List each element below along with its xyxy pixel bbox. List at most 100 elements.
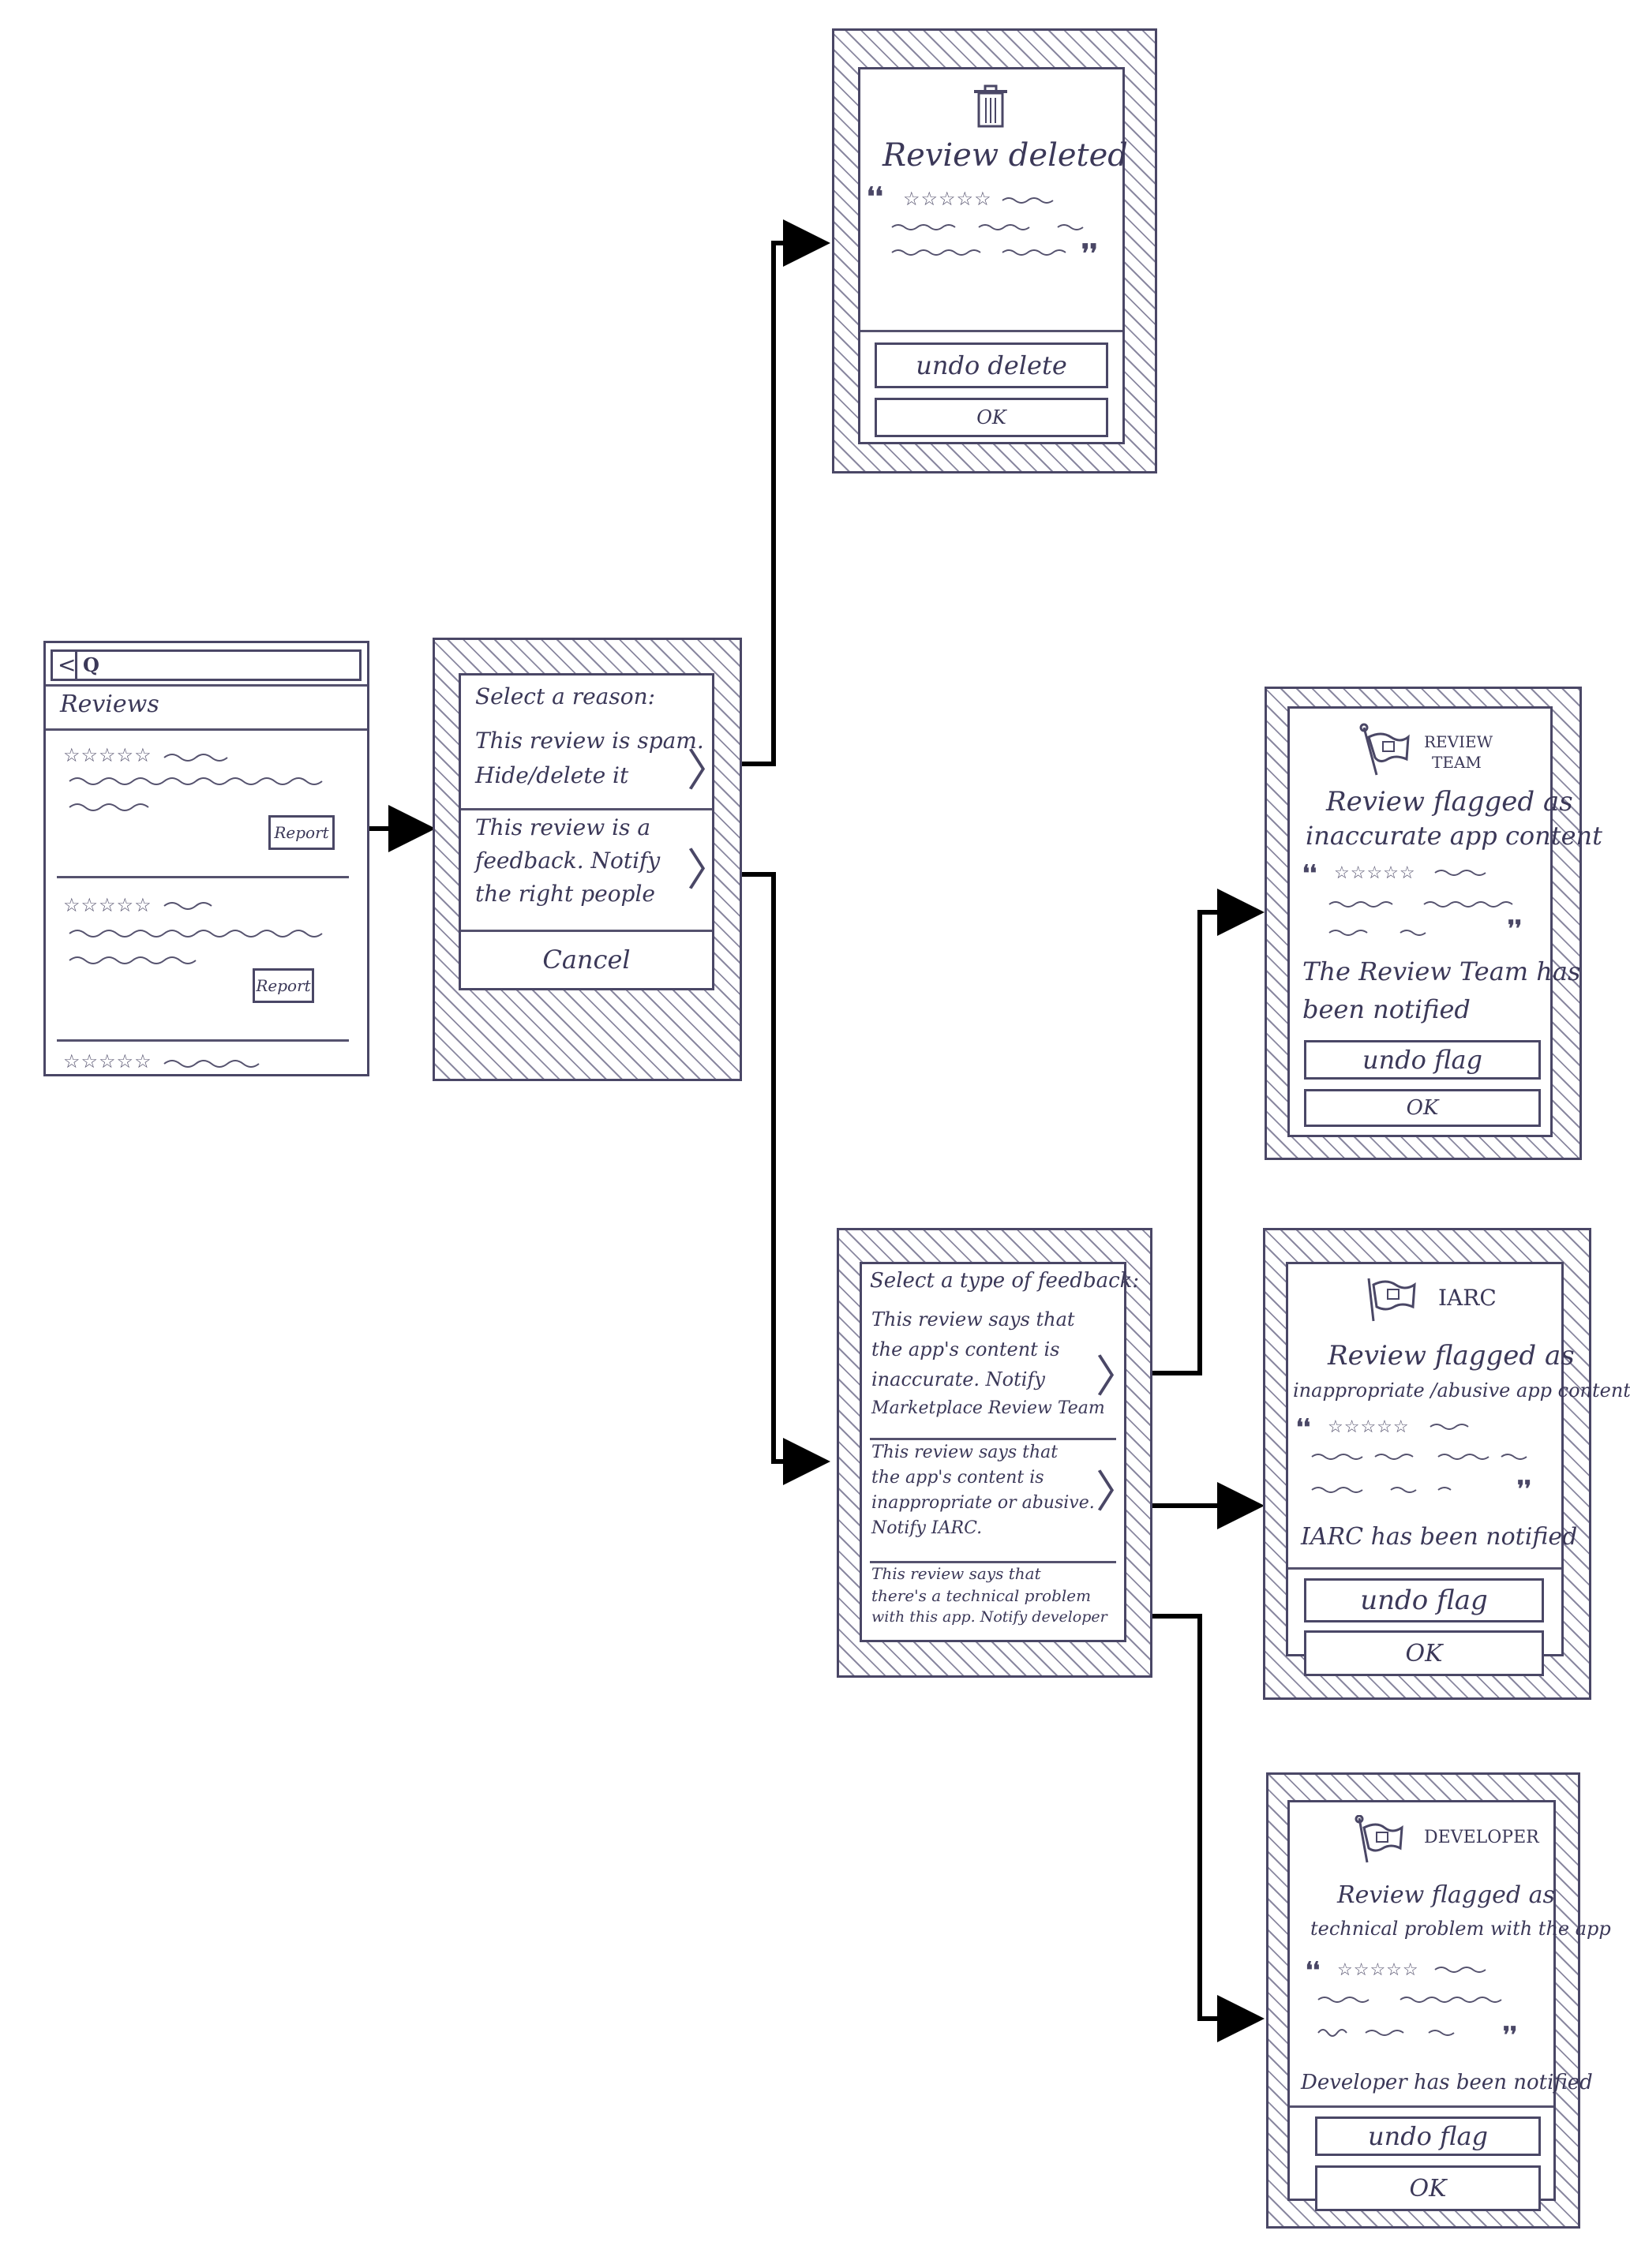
trash-icon: [974, 84, 1007, 128]
option-spam[interactable]: This review is spam. Hide/delete it 〉: [461, 721, 731, 808]
quote-open-icon: ❛❛: [1302, 860, 1317, 886]
arrow-feedback-to-types: [710, 872, 830, 1485]
ok-button[interactable]: OK: [875, 398, 1108, 437]
cancel-button[interactable]: Cancel: [542, 945, 631, 975]
developer-dialog-frame: DEVELOPER Review flagged as technical pr…: [1266, 1772, 1611, 2229]
flag-icon: [1355, 1815, 1403, 1863]
star-rating: ☆☆☆☆☆: [63, 744, 152, 766]
quote-open-icon: ❛❛: [867, 182, 883, 211]
option-text: This review says that: [871, 1308, 1075, 1330]
option-text: This review is a: [475, 814, 651, 840]
deleted-dialog-frame: Review deleted ❛❛ ☆☆☆☆☆ ❜❜ undo delete O…: [832, 28, 1157, 473]
review-text-scribble: [69, 902, 323, 964]
report-button[interactable]: Report: [253, 968, 314, 1003]
quote-close-icon: ❜❜: [1081, 238, 1098, 268]
undo-flag-button[interactable]: undo flag: [1304, 1040, 1541, 1080]
quote-close-icon: ❜❜: [1503, 2022, 1518, 2048]
content-divider: [1288, 1567, 1561, 1570]
dialog-title: Review deleted: [882, 137, 1128, 174]
review-divider: [57, 876, 349, 878]
ok-button[interactable]: OK: [1304, 1089, 1541, 1127]
developer-dialog: DEVELOPER Review flagged as technical pr…: [1287, 1800, 1611, 2211]
search-bar[interactable]: < Q: [51, 649, 362, 681]
star-rating: ☆☆☆☆☆: [1337, 1960, 1419, 1980]
reason-dialog-frame: Select a reason: This review is spam. Hi…: [433, 638, 742, 1081]
review-team-dialog: REVIEW TEAM Review flagged as inaccurate…: [1287, 706, 1602, 1137]
dialog-title: technical problem with the app: [1310, 1918, 1611, 1940]
dialog-title: inappropriate /abusive app content: [1293, 1379, 1630, 1402]
option-divider: [461, 930, 712, 932]
option-text: This review says that: [871, 1443, 1059, 1462]
chevron-right-icon: 〉: [687, 845, 731, 896]
dialog-title: Review flagged as: [1328, 1340, 1575, 1372]
chevron-right-icon: 〉: [1096, 1352, 1140, 1403]
recipient-label: REVIEW: [1424, 732, 1493, 751]
reason-dialog: Select a reason: This review is spam. Hi…: [459, 673, 731, 990]
dialog-title: Review flagged as: [1326, 786, 1573, 818]
content-divider: [1290, 2105, 1553, 2108]
quote-close-icon: ❜❜: [1517, 1476, 1532, 1502]
option-text: there's a technical problem: [871, 1586, 1092, 1605]
review-text-scribble: [69, 754, 323, 811]
option-text: the app's content is: [871, 1468, 1044, 1488]
star-rating: ☆☆☆☆☆: [63, 1050, 152, 1072]
option-divider: [870, 1438, 1116, 1440]
star-rating: ☆☆☆☆☆: [63, 894, 152, 916]
ok-button[interactable]: OK: [1315, 2165, 1541, 2211]
undo-delete-button[interactable]: undo delete: [875, 342, 1108, 388]
chevron-right-icon: 〉: [1096, 1467, 1140, 1518]
arrow-developer: [1113, 1614, 1265, 2042]
star-rating: ☆☆☆☆☆: [1334, 863, 1416, 883]
option-text: the right people: [475, 881, 656, 907]
undo-flag-button[interactable]: undo flag: [1304, 1578, 1544, 1622]
reviews-screen: < Q Reviews ☆☆☆☆☆ Report ☆☆☆☆☆ Report ☆☆…: [43, 641, 369, 1076]
option-feedback[interactable]: This review is a feedback. Notify the ri…: [461, 811, 731, 930]
recipient-label: IARC: [1438, 1285, 1497, 1311]
quote-open-icon: ❛❛: [1296, 1414, 1311, 1440]
option-text: This review is spam.: [475, 728, 704, 754]
option-text: inappropriate or abusive.: [871, 1493, 1095, 1513]
iarc-dialog: IARC Review flagged as inappropriate /ab…: [1286, 1262, 1630, 1676]
back-icon[interactable]: <: [58, 652, 77, 678]
review-team-dialog-frame: REVIEW TEAM Review flagged as inaccurate…: [1265, 687, 1602, 1160]
review-divider: [57, 1039, 349, 1042]
undo-flag-button[interactable]: undo flag: [1315, 2116, 1541, 2156]
dialog-heading: Select a type of feedback:: [870, 1269, 1140, 1293]
option-text: This review says that: [871, 1564, 1041, 1583]
review-text-scribble: [891, 197, 1084, 256]
review-text-scribble: [163, 1060, 260, 1068]
recipient-label: DEVELOPER: [1424, 1828, 1539, 1847]
header-divider: [46, 684, 367, 687]
search-divider: [75, 652, 77, 679]
review-text-scribble: [1328, 870, 1513, 936]
feedback-dialog: Select a type of feedback: This review s…: [860, 1262, 1140, 1642]
notified-text: Developer has been notified: [1301, 2071, 1593, 2094]
dialog-title: Review flagged as: [1337, 1881, 1555, 1909]
iarc-dialog-frame: IARC Review flagged as inappropriate /ab…: [1263, 1228, 1630, 1700]
report-button[interactable]: Report: [268, 815, 335, 850]
option-text: inaccurate. Notify: [871, 1368, 1045, 1390]
option-text: Marketplace Review Team: [871, 1398, 1105, 1418]
option-text: feedback. Notify: [475, 848, 661, 874]
ok-button[interactable]: OK: [1304, 1630, 1544, 1676]
chevron-right-icon: 〉: [687, 746, 731, 797]
star-rating: ☆☆☆☆☆: [903, 188, 992, 210]
dialog-title: inaccurate app content: [1306, 821, 1602, 851]
notified-text: been notified: [1302, 994, 1471, 1024]
option-text: with this app. Notify developer: [871, 1608, 1107, 1626]
page-title: Reviews: [60, 691, 159, 718]
arrow-spam-to-deleted: [710, 219, 830, 766]
option-text: Notify IARC.: [871, 1518, 983, 1538]
option-review-team[interactable]: This review says that the app's content …: [862, 1301, 1140, 1436]
quote-open-icon: ❛❛: [1306, 1957, 1321, 1983]
option-text: Hide/delete it: [475, 762, 629, 788]
flag-icon: [1359, 723, 1410, 776]
arrow-review-team: [1113, 889, 1265, 1375]
content-divider: [860, 330, 1122, 332]
title-divider: [46, 728, 367, 731]
option-developer[interactable]: This review says that there's a technica…: [862, 1564, 1124, 1640]
option-iarc[interactable]: This review says that the app's content …: [862, 1443, 1140, 1559]
option-divider: [461, 808, 712, 810]
star-rating: ☆☆☆☆☆: [1328, 1417, 1410, 1437]
